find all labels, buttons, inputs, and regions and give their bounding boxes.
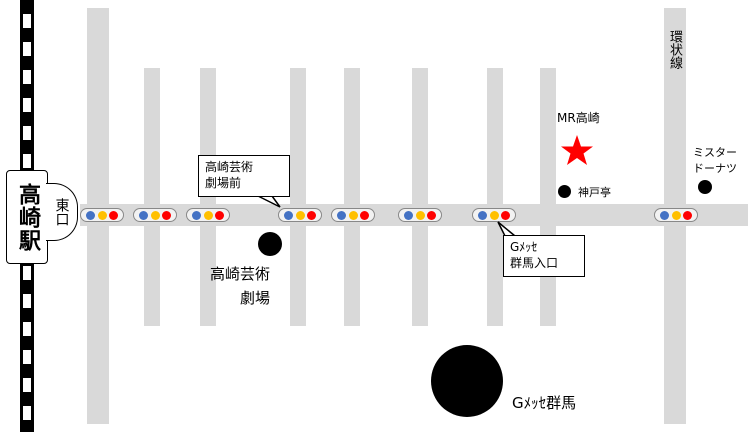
place-line: ミスター xyxy=(693,146,737,159)
blue-lamp-icon xyxy=(477,210,487,220)
callout-gmesse-iriguchi: Gﾒｯｾ 群馬入口 xyxy=(503,235,585,277)
blue-lamp-icon xyxy=(138,210,148,220)
blue-lamp-icon xyxy=(85,210,95,220)
yellow-lamp-icon xyxy=(415,210,425,220)
red-lamp-icon xyxy=(162,210,172,220)
station-name: 高崎駅 xyxy=(15,182,40,252)
traffic-signal xyxy=(278,208,322,222)
red-lamp-icon xyxy=(307,210,317,220)
red-lamp-icon xyxy=(683,210,693,220)
gmesse-label: Gﾒｯｾ群馬 xyxy=(512,394,577,412)
red-lamp-icon xyxy=(109,210,119,220)
side-street xyxy=(344,68,360,326)
kobetei-label: 神戸亭 xyxy=(578,186,611,199)
red-lamp-icon xyxy=(501,210,511,220)
blue-lamp-icon xyxy=(403,210,413,220)
takasaki-station: 高崎駅 xyxy=(6,170,48,264)
yellow-lamp-icon xyxy=(348,210,358,220)
traffic-signal xyxy=(654,208,698,222)
place-line: 高崎芸術 xyxy=(210,265,271,283)
blue-lamp-icon xyxy=(191,210,201,220)
callout-line: Gﾒｯｾ xyxy=(510,240,538,254)
red-lamp-icon xyxy=(427,210,437,220)
traffic-signal xyxy=(133,208,177,222)
geijutsu-gekijo-label: 高崎芸術 劇場 xyxy=(210,262,270,310)
traffic-signal xyxy=(80,208,124,222)
side-street xyxy=(144,68,160,326)
geijutsu-gekijo-marker xyxy=(258,232,282,256)
mr-takasaki-label: MR高崎 xyxy=(557,111,600,125)
side-street xyxy=(290,68,306,326)
callout-pointer-geijutsu xyxy=(257,195,281,208)
east-exit-label: 東口 xyxy=(53,198,70,226)
callout-line: 群馬入口 xyxy=(510,256,559,270)
blue-lamp-icon xyxy=(659,210,669,220)
traffic-signal xyxy=(398,208,442,222)
callout-line: 高崎芸術 xyxy=(205,160,254,174)
yellow-lamp-icon xyxy=(203,210,213,220)
side-street xyxy=(487,68,503,326)
blue-lamp-icon xyxy=(336,210,346,220)
yellow-lamp-icon xyxy=(97,210,107,220)
place-line: 劇場 xyxy=(240,289,271,307)
red-lamp-icon xyxy=(360,210,370,220)
gmesse-marker xyxy=(431,345,503,417)
yellow-lamp-icon xyxy=(295,210,305,220)
side-street xyxy=(412,68,428,326)
side-street xyxy=(200,68,216,326)
traffic-signal xyxy=(472,208,516,222)
callout-geijutsu-mae: 高崎芸術 劇場前 xyxy=(198,155,290,197)
yellow-lamp-icon xyxy=(671,210,681,220)
yellow-lamp-icon xyxy=(489,210,499,220)
traffic-signal xyxy=(186,208,230,222)
place-line: ドーナツ xyxy=(693,162,737,175)
red-lamp-icon xyxy=(215,210,225,220)
yellow-lamp-icon xyxy=(150,210,160,220)
kobetei-marker xyxy=(558,185,571,198)
misdo-marker xyxy=(698,180,712,194)
misdo-label: ミスター ドーナツ xyxy=(693,145,737,177)
callout-line: 劇場前 xyxy=(205,176,242,190)
traffic-signal xyxy=(331,208,375,222)
kanjosen-label: 環状線 xyxy=(667,30,682,69)
callout-pointer-gmesse xyxy=(497,221,516,237)
blue-lamp-icon xyxy=(283,210,293,220)
star-icon xyxy=(561,135,593,165)
